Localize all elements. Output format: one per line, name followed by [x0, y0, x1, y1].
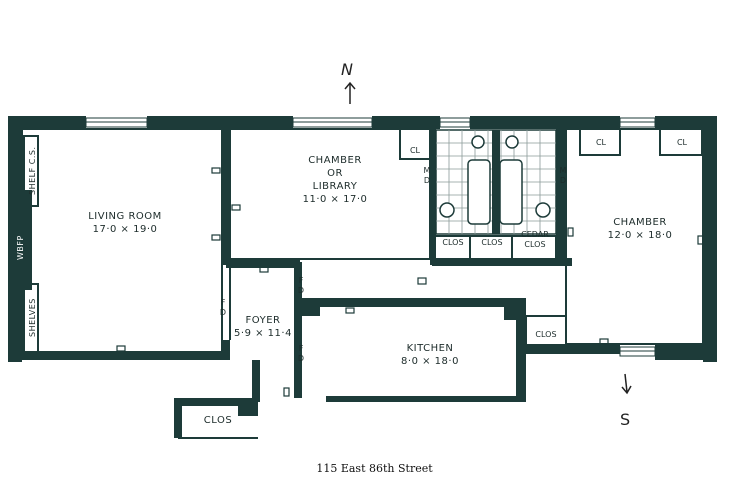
east-wall	[703, 116, 717, 362]
north-wall	[8, 116, 86, 129]
north-wall	[372, 116, 440, 129]
south-arrow	[624, 373, 628, 393]
kitchen-wall	[300, 306, 320, 316]
cedar-closet-line1: CEDAR	[521, 230, 549, 239]
wbfp-label: WBFP	[16, 235, 25, 261]
vestibule-wall	[238, 398, 258, 416]
shelf-cs-label: SHELF C.S.	[28, 146, 37, 196]
cedar-closet-line2: CLOS	[524, 240, 546, 249]
south-arrow-head	[621, 385, 632, 395]
chamber-library-line1: CHAMBER	[308, 155, 362, 166]
outlet-marker	[231, 204, 241, 211]
east-chamber-name: CHAMBER	[613, 217, 667, 228]
west-shelves-box	[23, 283, 39, 353]
md-label: M D	[559, 166, 567, 185]
kitchen-east-wall	[516, 306, 526, 402]
closet-label: CLOS	[203, 415, 233, 426]
cedar-closet-label: CEDAR CLOS	[514, 230, 556, 250]
cl-label: CL	[676, 138, 688, 147]
outlet-marker	[417, 277, 427, 285]
living-room-size: 17·0 × 19·0	[92, 224, 158, 235]
north-arrow-head	[344, 81, 356, 90]
outlet-marker	[697, 235, 704, 245]
outlet-marker	[259, 266, 269, 273]
shelves-label: SHELVES	[28, 298, 37, 338]
foyer-label: FOYER 5·9 × 11·4	[232, 314, 294, 340]
kitchen-south-wall	[326, 396, 522, 402]
closet-wall	[430, 125, 436, 265]
cl-label: CL	[595, 138, 607, 147]
sink	[471, 135, 485, 149]
foyer-wall	[294, 262, 302, 398]
north-label: N	[341, 60, 353, 79]
vestibule-wall	[252, 360, 260, 402]
south-label: S	[620, 410, 631, 429]
north-wall	[655, 116, 717, 129]
kitchen-label: KITCHEN 8·0 × 18·0	[380, 342, 480, 368]
cl-label: CL	[409, 146, 421, 155]
east-closet-outline	[525, 315, 567, 347]
outlet-marker	[345, 307, 355, 314]
address-caption: 115 East 86th Street	[316, 462, 433, 475]
fd-label: F D	[297, 344, 305, 363]
outlet-marker	[211, 234, 221, 241]
outlet-marker	[599, 338, 609, 345]
chamber-library-size: 11·0 × 17·0	[302, 194, 368, 205]
kitchen-size: 8·0 × 18·0	[401, 356, 459, 367]
east-chamber-south-wall	[655, 344, 717, 360]
cl-closet-east-a	[579, 128, 621, 156]
east-chamber-south-wall	[520, 344, 620, 354]
bathtub	[467, 159, 491, 225]
outlet-marker	[116, 345, 126, 352]
toilet	[535, 202, 551, 218]
cl-closet-east-b	[659, 128, 703, 156]
chamber-library-line3: LIBRARY	[312, 181, 358, 192]
corridor-wall	[300, 298, 520, 306]
living-south-wall	[8, 352, 226, 360]
east-chamber-label: CHAMBER 12·0 × 18·0	[590, 216, 690, 242]
bathrooms	[435, 129, 557, 235]
kitchen-name: KITCHEN	[406, 343, 454, 354]
foyer-size: 5·9 × 11·4	[234, 328, 292, 339]
vestibule-wall	[174, 398, 182, 438]
chamber-library-outline	[229, 128, 431, 260]
west-shelf-box	[23, 135, 39, 207]
outlet-marker	[283, 387, 290, 397]
chamber-library-line2: OR	[327, 168, 343, 179]
fd-label: F D	[297, 276, 305, 295]
living-chamber-wall	[222, 125, 230, 265]
closet-wall	[556, 125, 566, 265]
chamber-library-label: CHAMBER OR LIBRARY 11·0 × 17·0	[290, 154, 380, 206]
closet-label: CLOS	[535, 330, 557, 339]
outlet-marker	[211, 167, 221, 174]
vestibule-wall	[174, 398, 244, 406]
fd-label: F D	[219, 298, 227, 317]
living-room-label: LIVING ROOM 17·0 × 19·0	[70, 210, 180, 236]
north-wall	[147, 116, 293, 129]
foyer-west-wall	[222, 340, 230, 360]
cl-closet-west	[399, 128, 433, 160]
outlet-marker	[567, 227, 574, 237]
sink	[505, 135, 519, 149]
md-label: M D	[423, 166, 431, 185]
toilet	[439, 202, 455, 218]
closet-label: CLOS	[481, 238, 503, 247]
foyer-name: FOYER	[245, 315, 281, 326]
closet-label: CLOS	[442, 238, 464, 247]
corridor-wall	[226, 258, 300, 268]
closet-wall	[432, 258, 572, 266]
east-chamber-size: 12·0 × 18·0	[607, 230, 673, 241]
living-room-outline	[21, 128, 223, 353]
bathtub	[499, 159, 523, 225]
living-room-name: LIVING ROOM	[88, 211, 162, 222]
north-wall	[470, 116, 620, 129]
